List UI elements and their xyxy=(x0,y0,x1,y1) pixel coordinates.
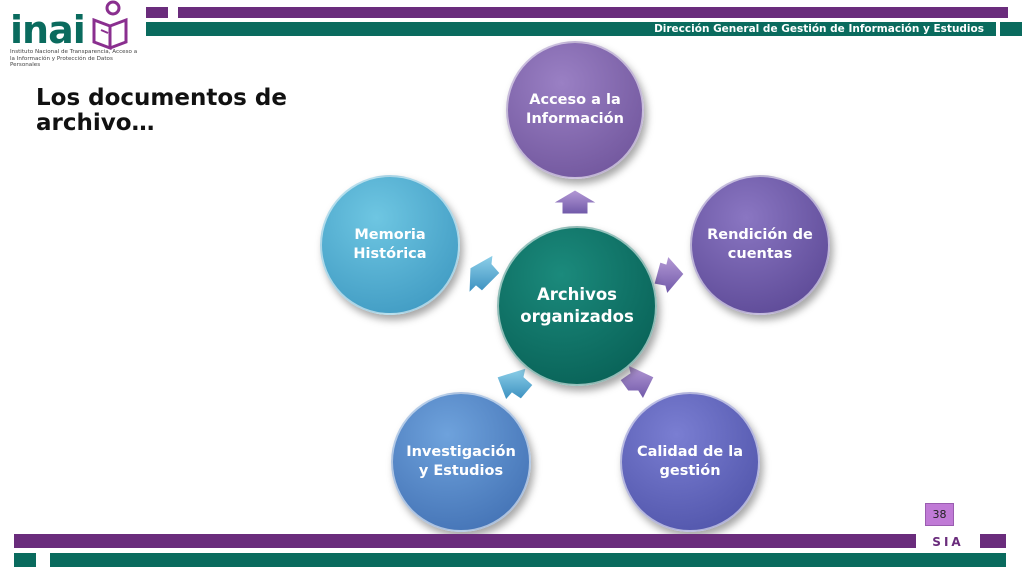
slide-title: Los documentos de archivo… xyxy=(36,86,358,136)
footer-bar-green xyxy=(50,553,1006,567)
arrow-to-acceso xyxy=(551,189,599,215)
arrow-to-rendicion xyxy=(653,254,685,296)
header-bar-purple-small xyxy=(146,7,168,18)
footer-bar-green-small xyxy=(14,553,36,567)
header-bar-green-end xyxy=(1000,22,1022,36)
node-calidad-gestion: Calidad de la gestión xyxy=(620,392,760,532)
arrow-to-investigacion xyxy=(496,367,534,401)
node-rendicion-cuentas: Rendición de cuentas xyxy=(690,175,830,315)
arrow-to-calidad xyxy=(619,364,655,401)
header-bar-purple xyxy=(178,7,1008,18)
node-archivos-organizados: Archivos organizados xyxy=(497,226,657,386)
sia-label: SIA xyxy=(920,534,976,550)
logo-subtitle: Instituto Nacional de Transparencia, Acc… xyxy=(10,49,138,68)
footer-bar-purple-end xyxy=(980,534,1006,548)
title-line-1: Los documentos de xyxy=(36,85,287,111)
title-line-2: archivo… xyxy=(36,110,155,136)
node-investigacion-estudios: Investigación y Estudios xyxy=(391,392,531,532)
footer-bar-purple xyxy=(14,534,916,548)
node-acceso-informacion: Acceso a la Información xyxy=(506,41,644,179)
page-number: 38 xyxy=(925,503,954,526)
logo-word: inai xyxy=(10,8,86,52)
department-name: Dirección General de Gestión de Informac… xyxy=(650,22,988,36)
arrow-to-memoria xyxy=(468,254,501,295)
node-memoria-historica: Memoria Histórica xyxy=(320,175,460,315)
logo-book-icon xyxy=(92,0,128,51)
